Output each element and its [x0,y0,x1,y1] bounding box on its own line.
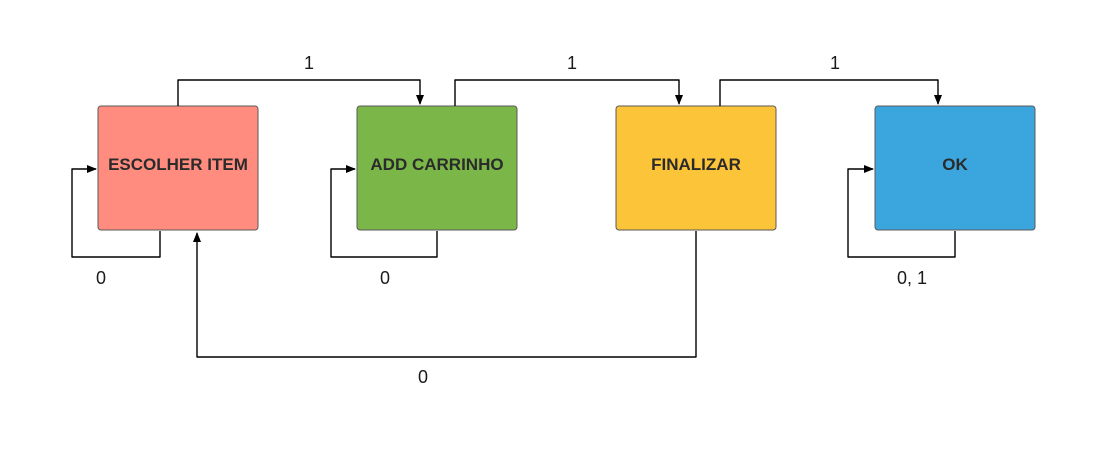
transition-escolher-to-add[interactable] [177,79,424,106]
transition-finalizar-to-ok-label: 1 [830,53,840,73]
state-escolher-item-label: ESCOLHER ITEM [108,155,248,174]
transition-ok-self-label: 0, 1 [897,268,927,288]
state-finalizar-label: FINALIZAR [651,155,741,174]
transition-escolher-self[interactable] [71,165,161,258]
state-add-carrinho-box [356,105,518,231]
transition-add-self[interactable] [330,165,438,258]
state-finalizar-box [615,105,777,231]
transition-escolher-to-add-label: 1 [304,53,314,73]
transition-finalizar-to-escolher-label: 0 [418,367,428,387]
state-ok[interactable]: OK [874,105,1036,231]
transition-add-to-finalizar[interactable] [454,79,683,106]
transition-add-to-finalizar-label: 1 [567,53,577,73]
state-escolher-item[interactable]: ESCOLHER ITEM [97,105,259,231]
transition-finalizar-to-escolher[interactable] [193,231,697,358]
state-add-carrinho-label: ADD CARRINHO [370,155,503,174]
transition-ok-self[interactable] [847,165,956,258]
transition-finalizar-to-ok[interactable] [719,79,942,106]
state-finalizar[interactable]: FINALIZAR [615,105,777,231]
transition-escolher-self-label: 0 [96,268,106,288]
state-add-carrinho[interactable]: ADD CARRINHO [356,105,518,231]
state-ok-box [874,105,1036,231]
state-ok-label: OK [942,155,968,174]
transition-add-self-label: 0 [380,268,390,288]
